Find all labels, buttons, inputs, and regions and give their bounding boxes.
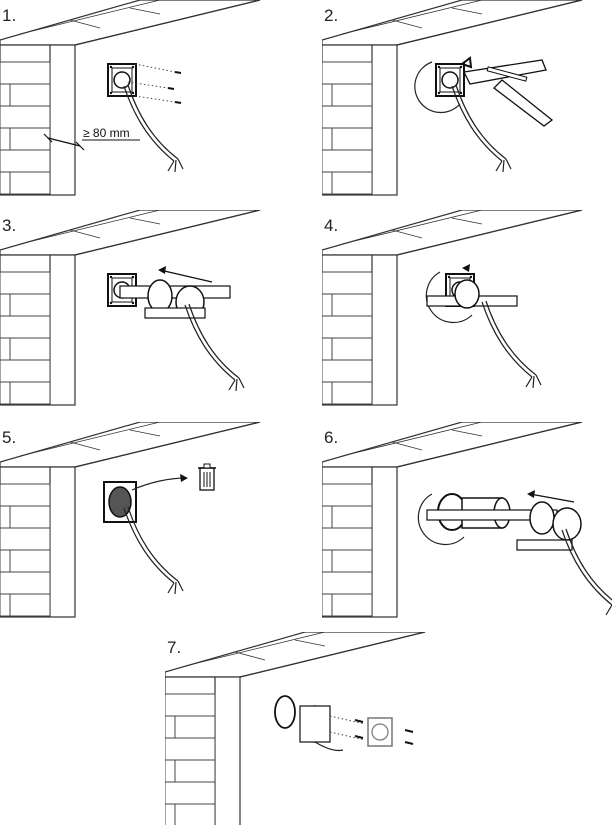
- step-4-label: 4.: [324, 216, 339, 235]
- step-5-panel: 5.: [0, 422, 290, 622]
- step-3-label: 3.: [2, 216, 17, 235]
- step-7-label: 7.: [167, 638, 182, 657]
- step-2-label: 2.: [324, 6, 339, 25]
- step-2-illustration: [322, 0, 583, 196]
- step-5-label: 5.: [2, 428, 17, 447]
- step-3-panel: 3.: [0, 210, 290, 410]
- step-3-illustration: [0, 210, 261, 406]
- step-7-illustration: [165, 632, 426, 825]
- step-6-panel: 6.: [322, 422, 612, 622]
- step-1-label: 1.: [2, 6, 17, 25]
- step-6-label: 6.: [324, 428, 339, 447]
- step-7-panel: 7.: [165, 632, 455, 825]
- clearance-measurement: ≥ 80 mm: [83, 126, 130, 140]
- step-2-panel: 2.: [322, 0, 612, 200]
- step-5-illustration: [0, 422, 261, 618]
- trash-bin-icon: [198, 463, 216, 491]
- step-6-illustration: [322, 422, 612, 618]
- step-1-illustration: ≥ 80 mm: [0, 0, 261, 196]
- step-1-panel: 1. ≥ 80 mm: [0, 0, 290, 200]
- step-4-illustration: [322, 210, 583, 406]
- step-4-panel: 4.: [322, 210, 612, 410]
